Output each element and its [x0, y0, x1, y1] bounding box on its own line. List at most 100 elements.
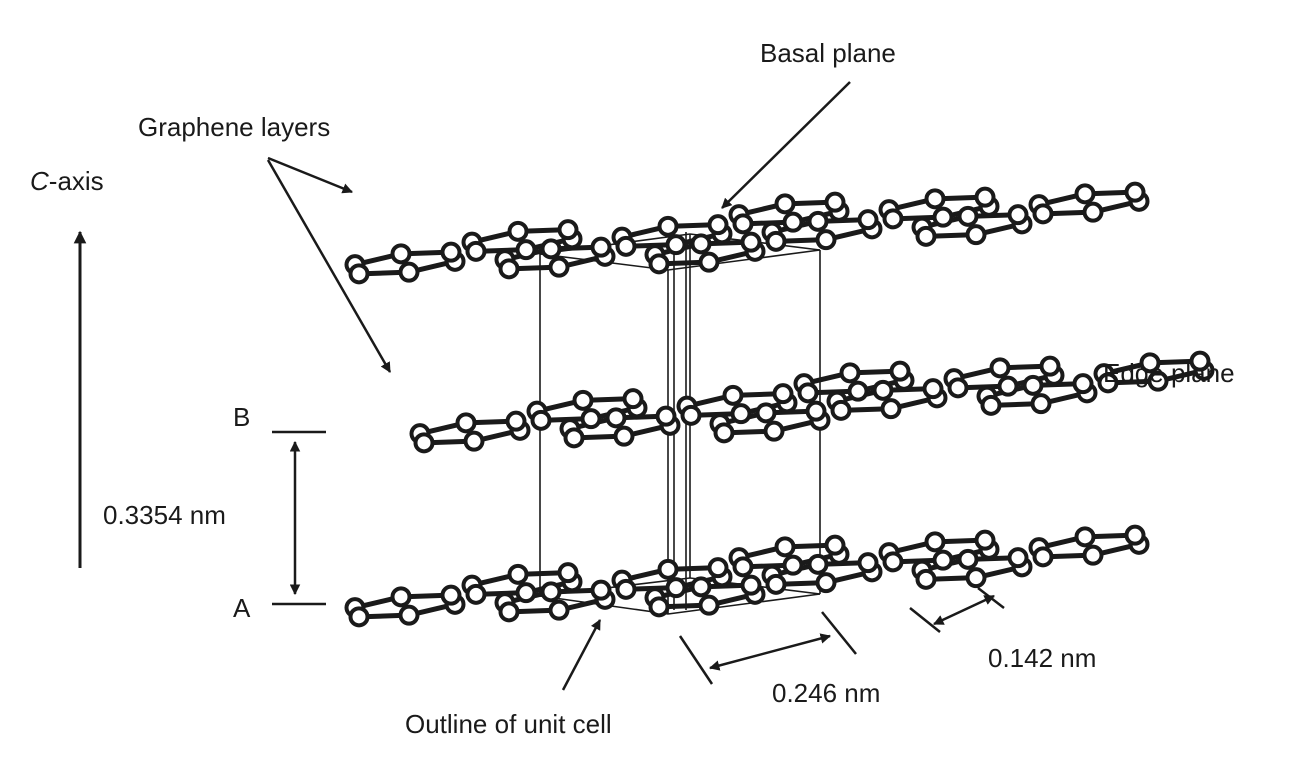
carbon-atom	[1124, 181, 1146, 203]
carbon-atom	[957, 205, 979, 227]
carbon-atom	[974, 186, 996, 208]
carbon-atom	[732, 556, 754, 578]
carbon-atom	[622, 388, 644, 410]
carbon-atom	[980, 394, 1002, 416]
carbon-atom	[732, 213, 754, 235]
carbon-atom	[698, 251, 720, 273]
carbon-atom	[997, 375, 1019, 397]
carbon-atom	[1030, 393, 1052, 415]
carbon-atom	[797, 382, 819, 404]
carbon-atom	[1082, 544, 1104, 566]
carbon-atom	[722, 384, 744, 406]
carbon-atom	[507, 563, 529, 585]
carbon-atom	[922, 378, 944, 400]
graphene-layers-arrow-middle	[266, 159, 392, 373]
carbon-atom	[440, 584, 462, 606]
carbon-atom	[1007, 204, 1029, 226]
carbon-atom	[540, 238, 562, 260]
interlayer-spacing-label: 0.3354 nm	[103, 500, 226, 530]
carbon-atom	[507, 220, 529, 242]
carbon-atom	[348, 606, 370, 628]
graphene-layers-label: Graphene layers	[138, 112, 330, 142]
unit-cell-label: Outline of unit cell	[405, 709, 612, 739]
carbon-atom	[498, 601, 520, 623]
carbon-atom	[830, 399, 852, 421]
carbon-atom	[615, 578, 637, 600]
carbon-atom	[707, 214, 729, 236]
carbon-atom	[440, 241, 462, 263]
unit-cell-top-edge	[667, 249, 821, 271]
c-axis-label: C-axis	[30, 166, 104, 196]
carbon-atom	[572, 389, 594, 411]
carbon-atom	[648, 596, 670, 618]
carbon-atom	[730, 403, 752, 425]
carbon-atom	[815, 572, 837, 594]
carbon-atom	[755, 402, 777, 424]
carbon-atom	[765, 230, 787, 252]
carbon-atom	[657, 215, 679, 237]
carbon-atom	[398, 261, 420, 283]
carbon-atom	[390, 586, 412, 608]
carbon-atom	[774, 536, 796, 558]
layer-a-label: A	[233, 593, 251, 623]
carbon-atom	[882, 551, 904, 573]
basal-plane-label: Basal plane	[760, 38, 896, 68]
carbon-atom	[548, 256, 570, 278]
bond-length-label: 0.142 nm	[988, 643, 1096, 673]
carbon-atom	[690, 233, 712, 255]
carbon-atom	[824, 191, 846, 213]
carbon-atom	[590, 579, 612, 601]
carbon-atom	[847, 380, 869, 402]
carbon-atom	[648, 253, 670, 275]
carbon-atom	[557, 219, 579, 241]
carbon-atom	[857, 552, 879, 574]
carbon-atom	[713, 422, 735, 444]
carbon-atom	[807, 210, 829, 232]
carbon-atom	[680, 404, 702, 426]
carbon-atom	[707, 557, 729, 579]
carbon-atom	[540, 581, 562, 603]
carbon-atom	[613, 425, 635, 447]
bond-length-arrow	[933, 594, 995, 626]
unit-cell-bottom-edge	[667, 593, 821, 615]
carbon-atom	[782, 211, 804, 233]
carbon-atom	[398, 604, 420, 626]
carbon-atom	[872, 379, 894, 401]
carbon-atom	[924, 188, 946, 210]
carbon-atom	[665, 577, 687, 599]
carbon-atom	[1032, 203, 1054, 225]
carbon-atom	[772, 383, 794, 405]
carbon-atom	[557, 562, 579, 584]
carbon-atom	[839, 362, 861, 384]
carbon-atom	[989, 357, 1011, 379]
carbon-atom	[1072, 373, 1094, 395]
carbon-atom	[765, 573, 787, 595]
carbon-atom	[932, 549, 954, 571]
carbon-atom	[515, 239, 537, 261]
carbon-atom	[615, 235, 637, 257]
carbon-atom	[932, 206, 954, 228]
carbon-atom	[957, 548, 979, 570]
basal-plane-arrow	[721, 81, 851, 209]
carbon-atom	[465, 240, 487, 262]
graphene-layers-group	[344, 181, 1215, 628]
carbon-atom	[1139, 352, 1161, 374]
carbon-atom	[580, 408, 602, 430]
carbon-atom	[915, 568, 937, 590]
carbon-atom	[974, 529, 996, 551]
carbon-atom	[698, 594, 720, 616]
lattice-constant-arrow	[708, 633, 832, 671]
carbon-atom	[1124, 524, 1146, 546]
carbon-atom	[465, 583, 487, 605]
graphene-layers-arrow-top	[267, 156, 353, 194]
carbon-atom	[740, 574, 762, 596]
lattice-constant-tick-right	[821, 611, 857, 655]
carbon-atom	[965, 567, 987, 589]
carbon-atom	[889, 360, 911, 382]
carbon-atom	[455, 412, 477, 434]
lattice-constant-tick-left	[678, 635, 714, 685]
carbon-atom	[605, 407, 627, 429]
carbon-atom	[665, 234, 687, 256]
carbon-atom	[1097, 372, 1119, 394]
bond-length-tick-left	[909, 607, 941, 633]
